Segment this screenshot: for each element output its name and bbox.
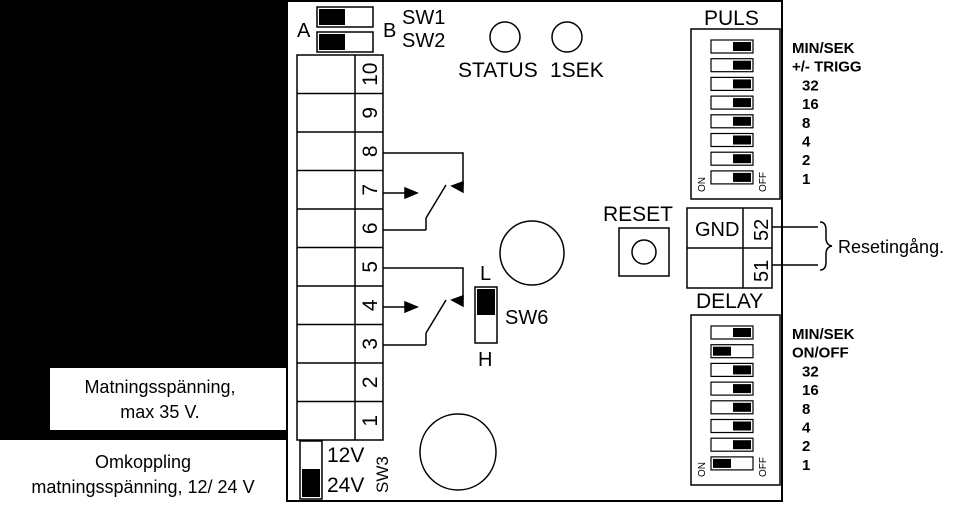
- puls-dip-switches: [710, 39, 754, 185]
- sw1-label: SW1: [402, 7, 445, 29]
- delay-dip-knob-7: [733, 440, 751, 450]
- puls-dip-knob-7: [733, 154, 751, 164]
- puls-dip-knob-8: [733, 172, 751, 182]
- delay-bit-label-8: 1: [802, 457, 810, 474]
- puls-bit-label-8: 1: [802, 171, 810, 188]
- terminal-number-5: 5: [359, 261, 382, 273]
- supply-note-line2: max 35 V.: [120, 402, 199, 422]
- delay-dip-knob-3: [733, 365, 751, 375]
- relay-contact-lower: [383, 267, 464, 346]
- terminal-number-10: 10: [359, 63, 382, 86]
- puls-dip-knob-4: [733, 98, 751, 108]
- reset-button-center: [631, 239, 657, 265]
- component-circle-lower: [419, 413, 497, 491]
- delay-bit-label-1: MIN/SEK: [792, 326, 855, 343]
- switching-note-line1: Omkoppling: [95, 452, 191, 472]
- relay-contact-upper: [383, 152, 464, 231]
- sw3-24v-label: 24V: [327, 474, 364, 497]
- terminal-number-7: 7: [359, 184, 382, 196]
- sw1-knob: [319, 9, 345, 25]
- supply-note-box: [50, 368, 286, 430]
- puls-title: PULS: [704, 7, 759, 30]
- terminal-number-2: 2: [359, 376, 382, 388]
- sw2-knob: [319, 34, 345, 50]
- status-label: STATUS: [458, 59, 538, 82]
- terminal-52-label: 52: [751, 219, 773, 241]
- terminal-row-lines: [297, 92, 383, 403]
- component-circle-upper: [499, 220, 565, 286]
- puls-dip-knob-5: [733, 116, 751, 126]
- terminal-number-9: 9: [359, 107, 382, 119]
- terminal-number-labels: 10 9 8 7 6 5 4 3 2 1: [359, 63, 382, 427]
- reset-input-wires: [772, 221, 833, 271]
- board-outline: [286, 0, 783, 502]
- delay-title: DELAY: [696, 290, 763, 313]
- switching-note-box: [0, 440, 286, 503]
- terminal-number-6: 6: [359, 222, 382, 234]
- puls-bit-label-4: 16: [802, 96, 819, 113]
- puls-bit-label-2: +/- TRIGG: [792, 59, 862, 76]
- puls-off-label: OFF: [758, 172, 769, 192]
- delay-bit-label-4: 16: [802, 382, 819, 399]
- label-b: B: [383, 20, 396, 42]
- puls-dip-knob-2: [733, 60, 751, 70]
- delay-off-label: OFF: [758, 457, 769, 477]
- puls-dip-knob-1: [733, 42, 751, 51]
- terminal-number-4: 4: [359, 299, 382, 311]
- delay-dip-switches: [710, 325, 754, 471]
- terminal-51-label: 51: [751, 260, 773, 282]
- sw3-knob: [302, 469, 320, 497]
- delay-bit-label-3: 32: [802, 363, 819, 380]
- sw6-h-label: H: [478, 349, 492, 371]
- terminal-number-3: 3: [359, 338, 382, 350]
- delay-dip-knob-6: [733, 421, 751, 431]
- reset-label: RESET: [603, 203, 673, 226]
- switching-note-line2: matningsspänning, 12/ 24 V: [31, 477, 254, 497]
- delay-bit-label-5: 8: [802, 401, 810, 418]
- puls-bit-label-7: 2: [802, 152, 810, 169]
- puls-bit-label-6: 4: [802, 134, 811, 151]
- sw3-12v-label: 12V: [327, 444, 364, 467]
- sw6-label: SW6: [505, 307, 548, 329]
- label-a: A: [297, 20, 311, 42]
- puls-on-label: ON: [697, 177, 708, 192]
- delay-on-label: ON: [697, 462, 708, 477]
- delay-bit-label-2: ON/OFF: [792, 345, 849, 362]
- sw6-l-label: L: [480, 263, 491, 285]
- supply-note-line1: Matningsspänning,: [84, 377, 235, 397]
- status-led: [489, 21, 521, 53]
- delay-dip-knob-8: [713, 458, 731, 468]
- delay-dip-knob-5: [733, 402, 751, 412]
- one-sec-label: 1SEK: [550, 59, 604, 82]
- reset-input-label: Resetingång.: [838, 237, 944, 257]
- one-sec-led: [551, 21, 583, 53]
- delay-dip-knob-2: [713, 346, 731, 356]
- delay-bit-label-6: 4: [802, 420, 811, 437]
- delay-bit-label-7: 2: [802, 438, 810, 455]
- terminal-number-8: 8: [359, 145, 382, 157]
- sw3-label: SW3: [373, 456, 392, 493]
- delay-dip-knob-4: [733, 384, 751, 394]
- puls-bit-label-1: MIN/SEK: [792, 40, 855, 57]
- sw6-knob: [477, 289, 495, 315]
- puls-dip-knob-6: [733, 135, 751, 145]
- gnd-label: GND: [695, 219, 739, 241]
- puls-bit-label-5: 8: [802, 115, 810, 132]
- puls-dip-knob-3: [733, 79, 751, 89]
- terminal-number-1: 1: [359, 415, 382, 427]
- sw2-label: SW2: [402, 30, 445, 52]
- puls-bit-label-3: 32: [802, 77, 819, 94]
- delay-dip-knob-1: [733, 328, 751, 337]
